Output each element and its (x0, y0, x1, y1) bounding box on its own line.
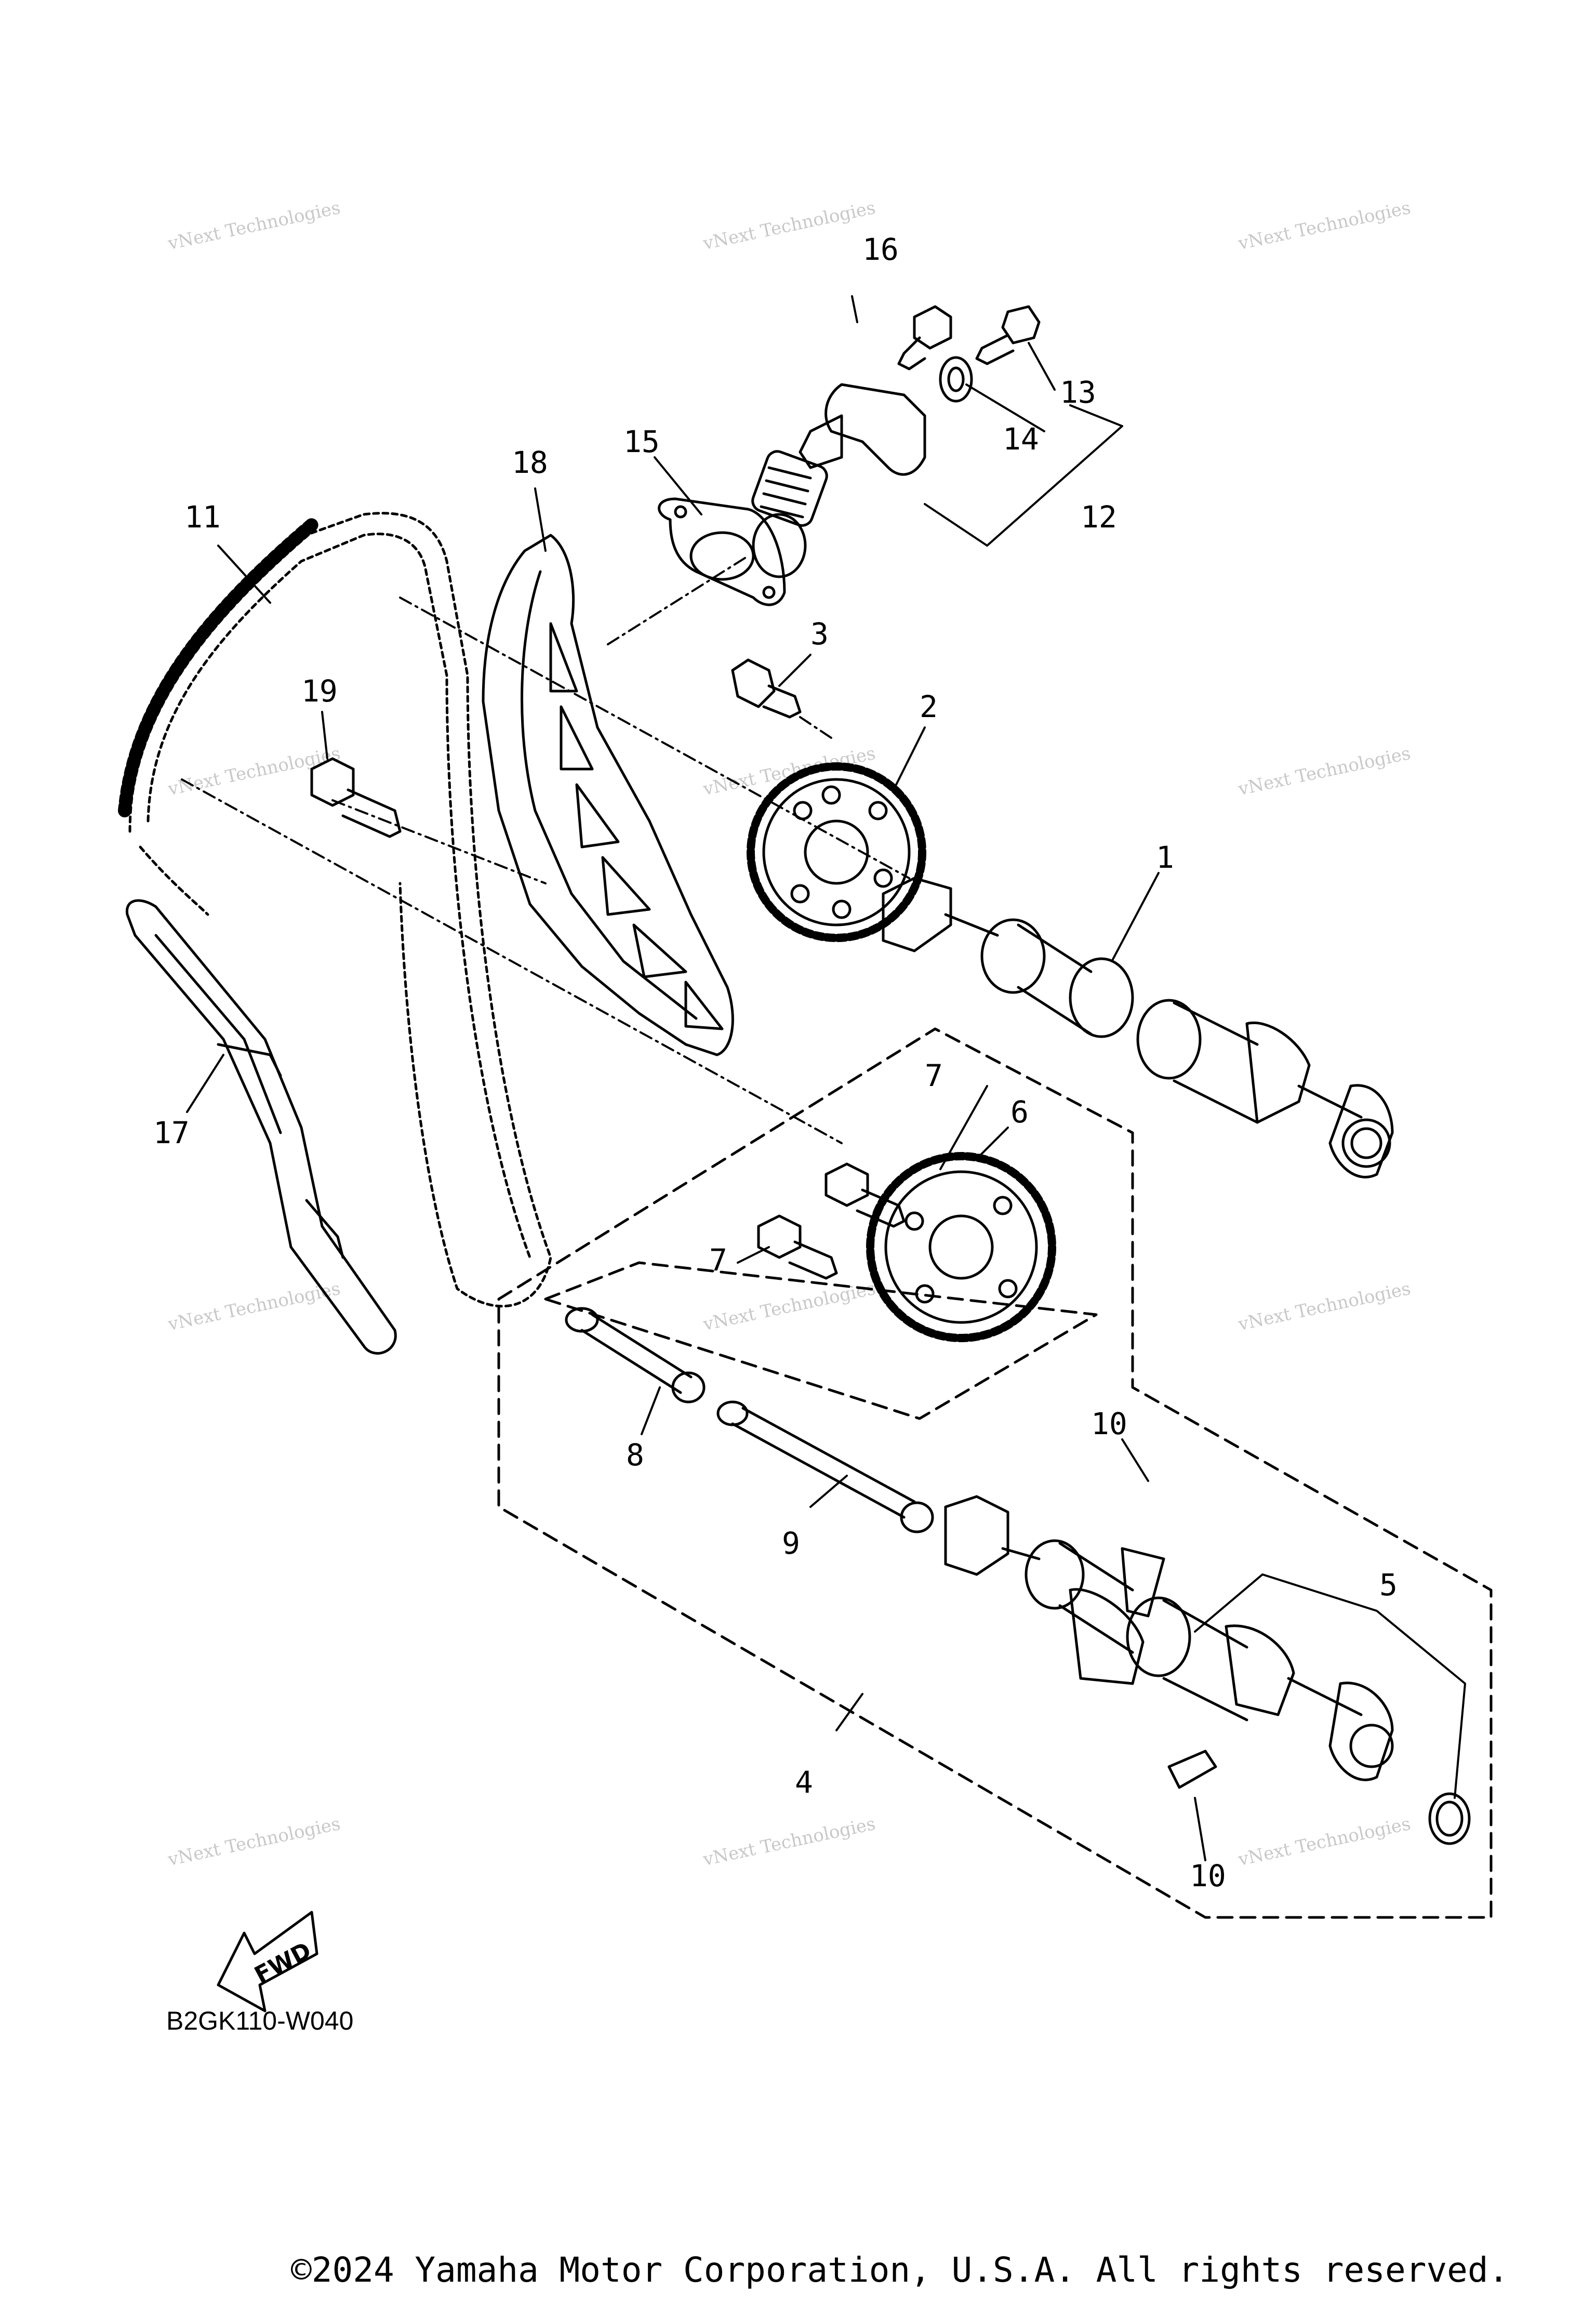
callout-8: 8 (626, 1437, 644, 1473)
callout-18: 18 (512, 445, 548, 480)
shaft-8 (565, 1307, 706, 1403)
callout-9: 9 (782, 1526, 800, 1561)
leader-lines (186, 295, 1466, 1861)
callout-14: 14 (1003, 421, 1039, 457)
washer-14 (939, 356, 973, 403)
fwd-arrow-icon (217, 1911, 318, 2012)
bolt-19 (310, 757, 402, 838)
alignment-lines (181, 555, 910, 1144)
pin-10b (1167, 1750, 1217, 1789)
assembly-inner-outline (544, 1261, 1098, 1420)
bolt-3 (731, 658, 802, 719)
callout-10a: 10 (1091, 1406, 1127, 1441)
assembly-4-outline (497, 1027, 1493, 1919)
bolt-16 (897, 305, 952, 370)
callout-3: 3 (810, 616, 829, 652)
tensioner-guide-18 (482, 534, 734, 1056)
copyright-notice: ©2024 Yamaha Motor Corporation, U.S.A. A… (291, 2250, 1509, 2290)
callout-2: 2 (920, 689, 938, 724)
callout-7b: 7 (709, 1242, 727, 1278)
shaft-9 (716, 1400, 934, 1533)
bolt-13 (975, 305, 1041, 365)
callout-11: 11 (184, 499, 221, 535)
camshaft-5 (944, 1495, 1471, 1845)
chain-guide-17 (126, 899, 397, 1355)
timing-chain (118, 512, 552, 1308)
pin-10a (1121, 1547, 1165, 1618)
callout-4: 4 (795, 1765, 813, 1800)
fwd-label: FWD (250, 1937, 316, 1989)
part-code: B2GK110-W040 (166, 2006, 354, 2035)
callout-5: 5 (1379, 1567, 1398, 1603)
tensioner-assembly-12 (751, 383, 926, 578)
callout-12: 12 (1081, 499, 1117, 535)
callout-16: 16 (862, 232, 899, 267)
callout-17: 17 (153, 1115, 190, 1150)
sprocket-6 (866, 1152, 1056, 1342)
callout-10b: 10 (1190, 1858, 1226, 1893)
callout-13: 13 (1060, 375, 1096, 410)
callout-1: 1 (1156, 840, 1174, 875)
callout-7a: 7 (925, 1058, 943, 1093)
callout-6: 6 (1010, 1094, 1029, 1130)
gasket-15 (658, 497, 786, 606)
sprocket-2 (747, 762, 926, 942)
camshaft-1 (882, 877, 1394, 1179)
callout-15: 15 (623, 424, 660, 459)
bolt-7b (757, 1214, 838, 1280)
callout-19: 19 (301, 673, 338, 709)
